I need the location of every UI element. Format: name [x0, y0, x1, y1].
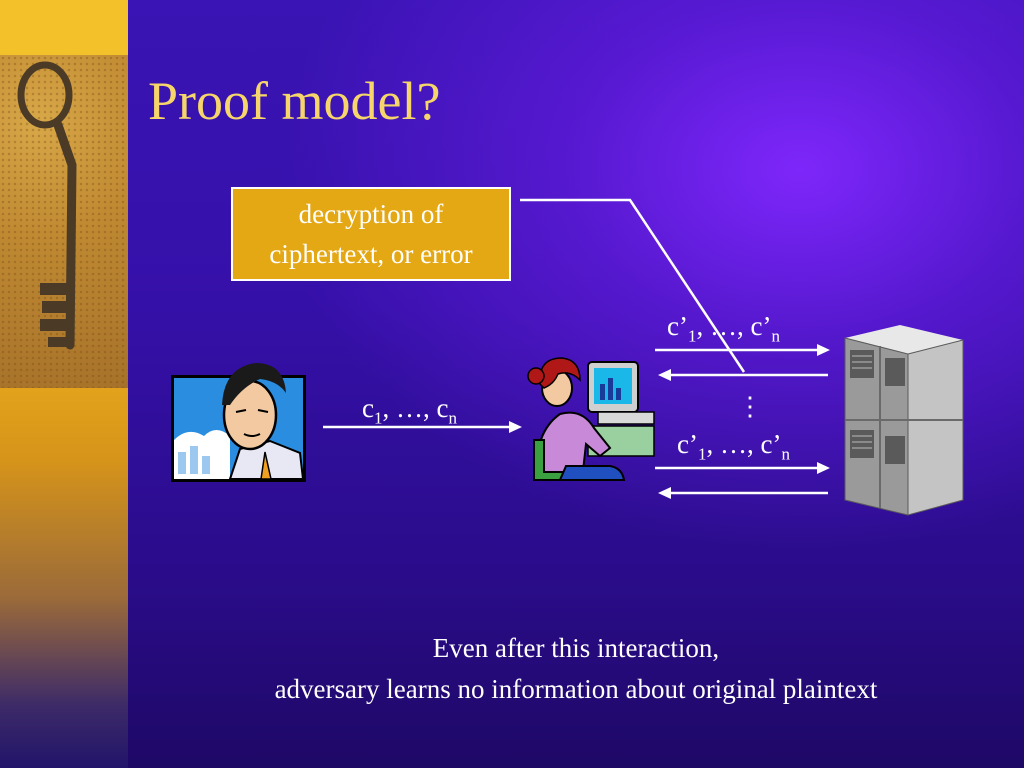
label-ciphertexts: c1, …, cn: [362, 393, 457, 428]
vertical-ellipsis: ⋮: [737, 392, 763, 421]
arrow-person-to-adversary: [323, 421, 522, 433]
woman-at-computer-clipart-icon: [527, 357, 655, 481]
label-c-prime: c’: [667, 311, 688, 341]
note-line-2: ciphertext, or error: [269, 239, 473, 269]
arrow-response-bottom: [658, 487, 828, 499]
businessman-clipart-icon: [171, 363, 306, 482]
key-photo-panel: [0, 55, 128, 388]
arrow-query-bottom: [655, 462, 830, 474]
label-c: c: [362, 393, 374, 423]
label-sub-1: 1: [373, 408, 383, 428]
label-ellipsis: , …, c’: [696, 311, 772, 341]
label-sub-1: 1: [687, 326, 697, 346]
server-rack-icon: [844, 325, 964, 516]
decryption-note-box: decryption of ciphertext, or error: [231, 187, 511, 281]
label-sub-n: n: [771, 326, 780, 346]
label-sub-n: n: [781, 444, 790, 464]
label-sub-1: 1: [697, 444, 707, 464]
callout-line: [520, 198, 746, 373]
left-yellow-band: [0, 0, 128, 55]
label-ellipsis: , …, c: [382, 393, 449, 423]
label-ellipsis: , …, c’: [706, 429, 782, 459]
label-queries-bottom: c’1, …, c’n: [677, 429, 790, 464]
slide-title: Proof model?: [148, 71, 441, 131]
caption-line-1: Even after this interaction,: [432, 633, 720, 663]
label-queries-top: c’1, …, c’n: [667, 311, 780, 346]
label-sub-n: n: [448, 408, 457, 428]
label-c-prime: c’: [677, 429, 698, 459]
caption-line-2: adversary learns no information about or…: [274, 674, 878, 704]
arrow-response-top: [658, 369, 828, 381]
note-line-1: decryption of: [298, 199, 444, 229]
skeleton-key-icon: [17, 61, 77, 350]
arrow-query-top: [655, 344, 830, 356]
